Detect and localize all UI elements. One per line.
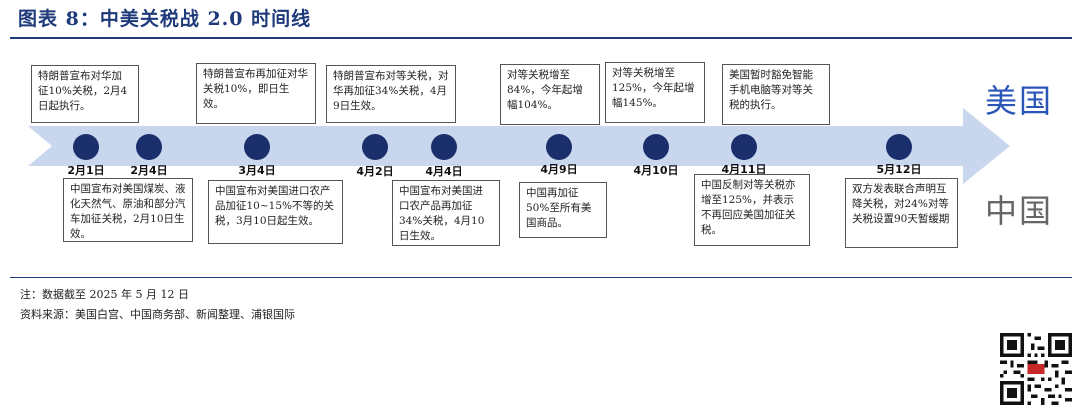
timeline-dot bbox=[431, 134, 457, 160]
timeline-dot bbox=[362, 134, 388, 160]
cn-event-box: 双方发表联合声明互降关税，对24%对等关税设置90天暂缓期 bbox=[845, 178, 958, 248]
timeline-dot bbox=[546, 134, 572, 160]
date-label: 4月4日 bbox=[425, 165, 463, 178]
bottom-rule bbox=[10, 277, 1072, 278]
timeline-dot bbox=[886, 134, 912, 160]
cn-event-box: 中国宣布对美国进口农产品加征10~15%不等的关税，3月10日起生效。 bbox=[208, 180, 343, 244]
timeline-arrow bbox=[28, 108, 1010, 184]
source-note: 资料来源：美国白宫、中国商务部、新闻整理、浦银国际 bbox=[20, 308, 295, 321]
timeline-dot bbox=[731, 134, 757, 160]
timeline-dot bbox=[73, 134, 99, 160]
cn-event-box: 中国再加征50%至所有美国商品。 bbox=[519, 182, 607, 238]
date-label: 3月4日 bbox=[238, 164, 276, 177]
us-event-box: 对等关税增至84%，今年起增幅104%。 bbox=[500, 64, 600, 125]
timeline-dot bbox=[643, 134, 669, 160]
top-rule bbox=[10, 37, 1072, 39]
data-note: 注：数据截至 2025 年 5 月 12 日 bbox=[20, 288, 189, 301]
date-label: 5月12日 bbox=[876, 163, 922, 176]
us-side-label: 美国 bbox=[985, 82, 1054, 120]
date-label: 4月2日 bbox=[356, 165, 394, 178]
figure-title: 图表 8：中美关税战 2.0 时间线 bbox=[18, 8, 312, 30]
us-event-box: 特朗普宣布对华加征10%关税，2月4日起执行。 bbox=[31, 65, 139, 123]
us-event-box: 特朗普宣布对等关税，对华再加征34%关税，4月9日生效。 bbox=[326, 65, 456, 123]
china-side-label: 中国 bbox=[985, 192, 1054, 230]
date-label: 4月9日 bbox=[540, 163, 578, 176]
date-label: 4月11日 bbox=[721, 163, 767, 176]
us-event-box: 美国暂时豁免智能手机电脑等对等关税的执行。 bbox=[722, 64, 830, 125]
timeline-dot bbox=[136, 134, 162, 160]
timeline-dot bbox=[244, 134, 270, 160]
qr-code-icon bbox=[1000, 333, 1072, 405]
cn-event-box: 中国宣布对美国煤炭、液化天然气、原油和部分汽车加征关税，2月10日生效。 bbox=[63, 178, 193, 242]
cn-event-box: 中国反制对等关税亦增至125%，并表示不再回应美国加征关税。 bbox=[694, 174, 810, 246]
date-label: 2月4日 bbox=[130, 164, 168, 177]
cn-event-box: 中国宣布对美国进口农产品再加征34%关税，4月10日生效。 bbox=[392, 180, 500, 246]
date-label: 4月10日 bbox=[633, 164, 679, 177]
date-label: 2月1日 bbox=[67, 164, 105, 177]
us-event-box: 对等关税增至125%，今年起增幅145%。 bbox=[605, 62, 705, 123]
us-event-box: 特朗普宣布再加征对华关税10%，即日生效。 bbox=[196, 63, 316, 124]
